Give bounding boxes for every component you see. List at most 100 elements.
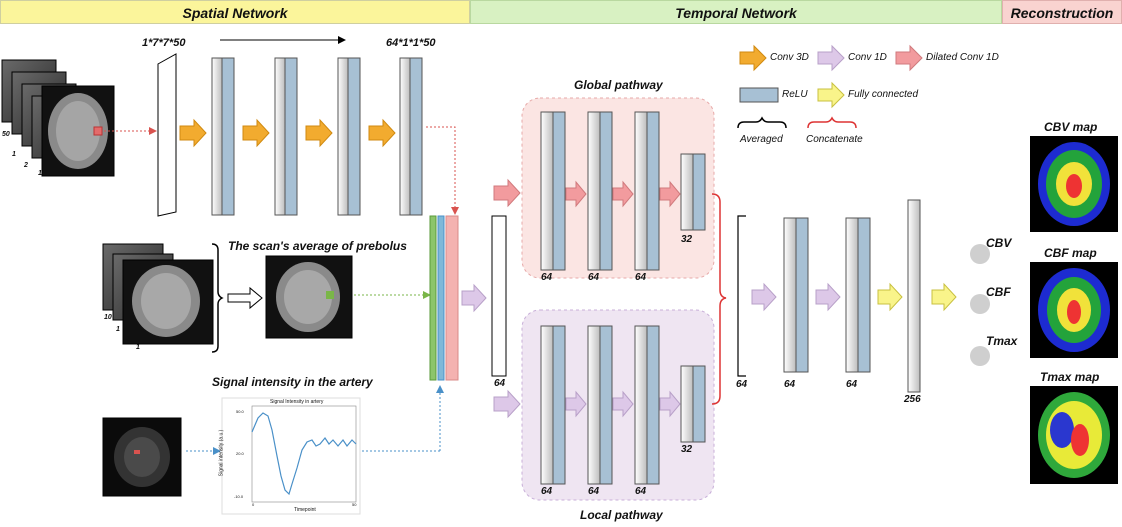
fc-arrow — [931, 282, 957, 312]
prebolus-feature-bar — [429, 215, 437, 381]
scan-stack — [1, 59, 115, 177]
mini-chart-ylabel: Signal intensity (a.u.) — [218, 429, 225, 477]
conv3d-arrow — [179, 118, 207, 148]
global-column — [634, 111, 660, 271]
global-column — [540, 111, 566, 271]
average-arrow — [227, 286, 263, 310]
conv3d-column — [399, 57, 423, 216]
cbf-output-node — [970, 294, 990, 314]
tmax-output-label: Tmax — [986, 334, 1018, 348]
conv3d-arrow — [242, 118, 270, 148]
fc-arrow — [877, 282, 903, 312]
artery-scan-image — [102, 417, 182, 497]
legend-conv1d-icon — [817, 44, 845, 72]
artery-signal-chart — [221, 397, 361, 515]
tmax-map-label: Tmax map — [1040, 370, 1100, 384]
legend-concatenate-icon — [807, 116, 857, 129]
artery-feature-bar — [437, 215, 445, 381]
scan-stack-number: 1 — [12, 151, 16, 158]
tail-column — [783, 217, 809, 373]
tail-size-label: 64 — [846, 379, 858, 390]
dilated-arrow — [493, 178, 521, 208]
legend-dilated-label: Dilated Conv 1D — [926, 52, 999, 63]
conv3d-column — [211, 57, 235, 216]
spatial-to-concat-arrow — [426, 126, 459, 215]
spatial-feature-bar — [445, 215, 459, 381]
legend-dilated-icon — [895, 44, 923, 72]
conv1d-arrow — [612, 390, 634, 418]
dilated-arrow — [659, 180, 681, 208]
tmax-output-node — [970, 346, 990, 366]
mini-chart-xtick: 0 — [252, 502, 255, 507]
legend-fc-icon — [817, 81, 845, 109]
output-dims-label: 64*1*1*50 — [386, 37, 436, 49]
conv3d-column — [337, 57, 361, 216]
legend-concatenate-label: Concatenate — [806, 134, 863, 145]
global-column — [587, 111, 613, 271]
concat-output-column — [491, 215, 507, 377]
artery-label: Signal intensity in the artery — [212, 375, 373, 389]
prebolus-brace — [211, 243, 224, 353]
concat-column-size: 64 — [494, 378, 506, 389]
concatenated-column — [737, 215, 746, 377]
global-size-label: 64 — [588, 272, 600, 283]
mini-chart-ytick: -10.0 — [234, 494, 244, 499]
local-column — [540, 325, 566, 485]
conv1d-arrow — [565, 390, 587, 418]
global-column-small — [680, 153, 706, 231]
input-dims-label: 1*7*7*50 — [142, 37, 186, 49]
tail-column — [845, 217, 871, 373]
mini-chart-xtick: 50 — [352, 502, 357, 507]
conv3d-arrow — [305, 118, 333, 148]
legend-relu-icon — [739, 87, 779, 103]
local-size-label: 32 — [681, 444, 693, 455]
legend-averaged-label: Averaged — [740, 134, 783, 145]
local-column-small — [680, 365, 706, 443]
local-column — [587, 325, 613, 485]
scan-stack-number: 50 — [2, 131, 10, 138]
scan-stack-number: 1 — [38, 170, 42, 177]
legend-conv3d-label: Conv 3D — [770, 52, 809, 63]
legend-conv1d-label: Conv 1D — [848, 52, 887, 63]
legend-averaged-icon — [737, 116, 787, 129]
legend-fc-label: Fully connected — [848, 89, 919, 100]
temporal-network-header: Temporal Network — [470, 0, 1002, 24]
dilated-arrow — [612, 180, 634, 208]
global-size-label: 32 — [681, 234, 693, 245]
tail-size-label: 256 — [904, 394, 921, 405]
conv1d-arrow — [461, 283, 487, 313]
cbv-output-label: CBV — [986, 236, 1012, 250]
prebolus-stack-number: 1 — [116, 326, 120, 333]
concatenate-brace — [711, 193, 727, 405]
cbf-output-label: CBF — [986, 285, 1011, 299]
global-pathway-label: Global pathway — [574, 78, 663, 92]
conv1d-arrow — [751, 282, 777, 312]
fc-column — [907, 199, 921, 393]
local-size-label: 64 — [541, 486, 553, 497]
global-size-label: 64 — [635, 272, 647, 283]
local-column — [634, 325, 660, 485]
local-pathway-label: Local pathway — [580, 508, 663, 522]
averaged-scan-image — [265, 255, 353, 339]
cbf-map-image — [1030, 262, 1118, 358]
cbf-map-label: CBF map — [1044, 246, 1097, 260]
global-size-label: 64 — [541, 272, 553, 283]
local-size-label: 64 — [635, 486, 647, 497]
cbv-map-image — [1030, 136, 1118, 232]
dilated-arrow — [565, 180, 587, 208]
scan-stack-number: 2 — [24, 162, 28, 169]
tail-size-label: 64 — [784, 379, 796, 390]
mini-chart-ytick: 20.0 — [236, 451, 244, 456]
prebolus-label: The scan's average of prebolus — [228, 239, 407, 253]
local-size-label: 64 — [588, 486, 600, 497]
prebolus-stack — [102, 243, 214, 345]
legend-conv3d-icon — [739, 44, 767, 72]
cbv-output-node — [970, 244, 990, 264]
tail-size-label: 64 — [736, 379, 748, 390]
tmax-map-image — [1030, 386, 1118, 484]
cbv-map-label: CBV map — [1044, 120, 1098, 134]
mini-chart-title: Signal Intensity in artery — [270, 399, 324, 405]
legend-relu-label: ReLU — [782, 89, 808, 100]
reconstruction-header: Reconstruction — [1002, 0, 1122, 24]
